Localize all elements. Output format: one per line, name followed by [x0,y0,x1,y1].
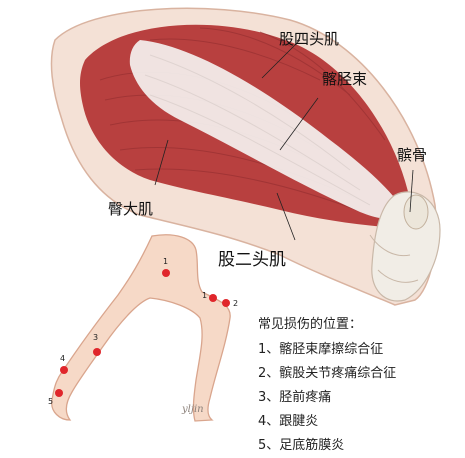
injury-list-item: 2、髌股关节疼痛综合征 [258,366,397,381]
marker-number: 4 [60,354,66,363]
injury-list: 常见损伤的位置： 1、髂胫束摩擦综合征 2、髌股关节疼痛综合征 3、胫前疼痛 4… [258,313,396,458]
marker-number: 5 [48,397,54,406]
gluteus-maximus-label: 臀大肌 [108,200,154,218]
injury-list-item: 1、髂胫束摩擦综合征 [258,342,384,357]
artist-signature: yljin [182,404,204,415]
it-band [129,40,406,219]
biceps-femoris-label: 股二头肌 [218,250,286,270]
marker-number: 3 [93,333,99,342]
anatomy-illustration [50,7,441,422]
marker-number: 1 [202,291,208,300]
injury-marker-2-knee [222,299,230,307]
marker-number: 2 [233,299,239,308]
it-band-label: 髂胫束 [322,70,368,88]
injury-marker-1-knee [209,294,217,302]
injury-list-item: 3、胫前疼痛 [258,390,332,405]
injury-markers [55,269,230,397]
patella-label: 髌骨 [397,146,428,164]
injury-list-title: 常见损伤的位置： [258,317,363,332]
injury-list-item: 4、跟腱炎 [258,414,319,429]
leg-anatomy-diagram: 股四头肌 髂胫束 髌骨 臀大肌 股二头肌 1 1 2 3 4 5 常见损伤的位置… [48,7,441,453]
quadriceps-label: 股四头肌 [279,30,340,48]
marker-number: 1 [163,257,169,266]
injury-marker-3-shin [93,348,101,356]
injury-marker-1-hip [162,269,170,277]
injury-marker-4-heel [60,366,68,374]
patella-bone [403,194,429,230]
injury-marker-5-foot [55,389,63,397]
